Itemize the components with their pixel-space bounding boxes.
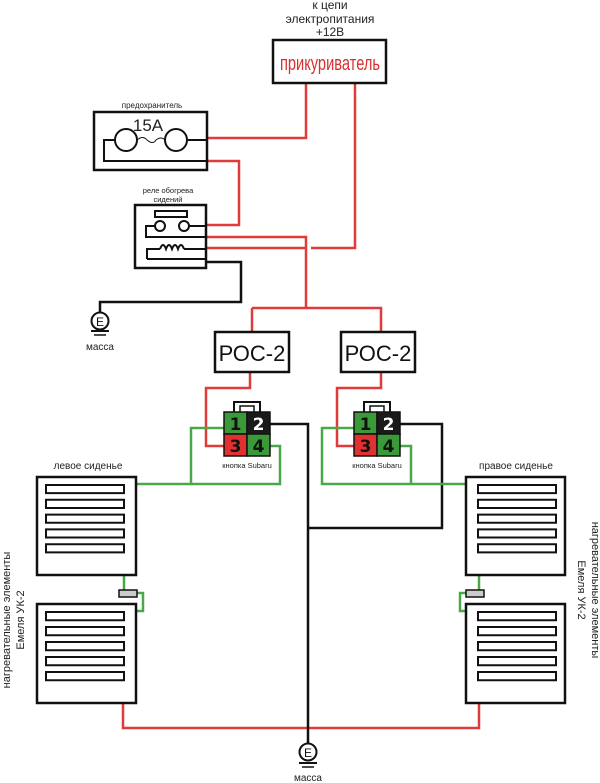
- wire-fuse-relay: [206, 159, 241, 227]
- poc-left-label: РОС-2: [219, 341, 286, 366]
- side-text-left: нагревательные элементы Емеля УК-2: [1, 552, 27, 689]
- wire-right-pin1: [320, 426, 466, 486]
- title-line-1: к цепи: [312, 0, 347, 12]
- side-left-line1: нагревательные элементы: [1, 552, 13, 689]
- fuse-caption: предохранитель: [122, 101, 182, 110]
- wire-seats-bottom: [121, 703, 481, 730]
- red-wires: [121, 82, 481, 730]
- wire-right-pin2: [308, 422, 444, 530]
- pin-3-num: 3: [230, 437, 242, 457]
- left-pad-connector: [118, 589, 138, 598]
- relay-block: реле обогрева сидений: [133, 186, 208, 270]
- pin-4-num: 4: [383, 437, 395, 457]
- wire-lighter-relay-coil: [311, 82, 357, 250]
- wire-poc-right-pin3: [335, 372, 383, 448]
- ground-top-label: масса: [86, 342, 114, 353]
- wire-poc-left-pin3: [204, 372, 252, 448]
- side-right-line2: Емеля УК-2: [575, 560, 587, 619]
- poc-right: РОС-2: [339, 330, 417, 374]
- right-seat-pad-bottom: [464, 602, 567, 705]
- pin-4-num: 4: [253, 437, 265, 457]
- relay-caption-2: сидений: [153, 195, 182, 204]
- pin-2-num: 2: [383, 415, 395, 435]
- wire-bus-right: [252, 306, 383, 332]
- wire-lighter-fuse: [206, 82, 308, 140]
- poc-left: РОС-2: [213, 330, 291, 374]
- wire-right-pin4: [400, 444, 413, 484]
- wire-left-pin4: [191, 444, 282, 486]
- pin-1-num: 1: [360, 415, 372, 435]
- black-wires: [98, 260, 444, 752]
- ground-icon: [298, 742, 318, 762]
- fuse-block: предохранитель 15А: [92, 101, 209, 172]
- left-seat-pad-top: [35, 475, 138, 577]
- side-text-right: нагревательные элементы Емеля УК-2: [575, 522, 600, 659]
- pin-4: [376, 433, 401, 457]
- wire-left-pin2-ground: [270, 422, 310, 752]
- ground-top-symbol: E: [96, 315, 104, 329]
- title-line-2: электропитания: [286, 12, 375, 26]
- side-left-line2: Емеля УК-2: [15, 590, 27, 649]
- lighter-label: прикуриватель: [280, 53, 380, 75]
- subaru-button-right: 1 2 3 4 кнопка Subaru: [352, 401, 402, 470]
- relay-coil-icon: [146, 244, 206, 260]
- ground-bottom-symbol: E: [304, 746, 312, 760]
- seat-right-label: правое сиденье: [479, 461, 553, 472]
- wire-left-pin1: [136, 426, 224, 486]
- ground-icon: [90, 311, 110, 331]
- wire-relay-ground: [98, 260, 243, 312]
- pin-1-num: 1: [230, 415, 242, 435]
- wire-right-link-b: [458, 591, 469, 613]
- pin-2-num: 2: [253, 415, 265, 435]
- ground-bottom: E масса: [294, 742, 322, 783]
- fuse-rating: 15А: [133, 116, 164, 135]
- wire-left-link-b: [133, 591, 145, 613]
- green-wires: [122, 426, 481, 613]
- button-left-caption: кнопка Subaru: [222, 461, 272, 470]
- heating-elements: [35, 475, 567, 705]
- relay-caption-1: реле обогрева: [143, 186, 194, 195]
- seat-left-label: левое сиденье: [54, 461, 123, 472]
- right-seat-pad-top: [464, 475, 567, 577]
- poc-right-label: РОС-2: [345, 341, 412, 366]
- wire-relay-out: [206, 235, 308, 308]
- ground-bottom-label: масса: [294, 773, 322, 783]
- lighter-box: прикуриватель: [271, 38, 388, 85]
- relay-switch-icon: [145, 210, 206, 238]
- side-right-line1: нагревательные элементы: [589, 522, 600, 659]
- pin-4: [246, 433, 271, 457]
- ground-top: E масса: [86, 311, 114, 353]
- pin-3-num: 3: [360, 437, 372, 457]
- right-pad-connector: [465, 589, 485, 598]
- fuse-icon: [103, 128, 206, 162]
- button-right-caption: кнопка Subaru: [352, 461, 402, 470]
- subaru-button-left: 1 2 3 4 кнопка Subaru: [222, 401, 272, 470]
- left-seat-pad-bottom: [35, 602, 138, 705]
- title-line-3: +12В: [316, 25, 344, 39]
